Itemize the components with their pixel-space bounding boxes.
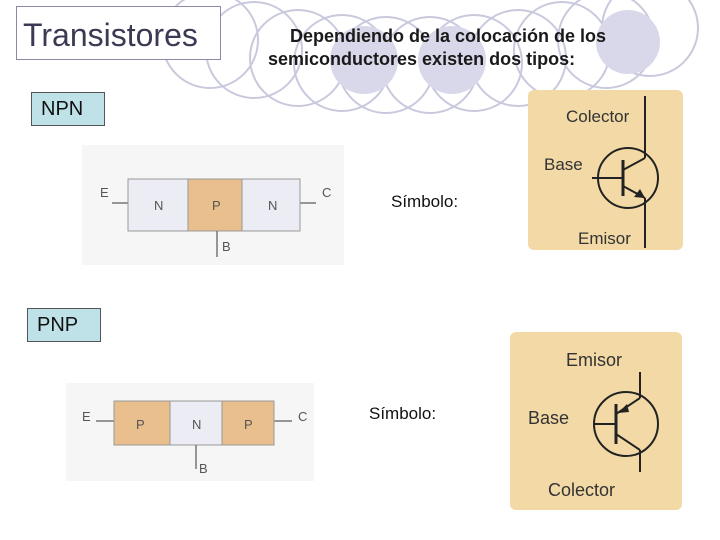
pnp-symbol-emitter: Emisor bbox=[566, 350, 622, 370]
decorative-circle-ring bbox=[161, 0, 699, 114]
npn-symbol-image: Colector Base Emisor bbox=[528, 90, 683, 250]
subtitle: Dependiendo de la colocación de los semi… bbox=[268, 25, 688, 71]
pnp-label-c: C bbox=[298, 409, 307, 424]
pnp-region-label-3: P bbox=[244, 417, 253, 432]
page-title: Transistores bbox=[23, 17, 198, 53]
npn-symbol-label: Símbolo: bbox=[391, 192, 459, 211]
pnp-symbol-image: Emisor Base Colector bbox=[510, 332, 682, 510]
npn-region-label-2: P bbox=[212, 198, 221, 213]
npn-region-n-left bbox=[127, 178, 189, 232]
npn-label-b: B bbox=[222, 239, 231, 254]
subtitle-line-1: Dependiendo de la colocación de los bbox=[290, 26, 607, 46]
npn-symbol-collector: Colector bbox=[566, 107, 630, 126]
pnp-label-b: B bbox=[199, 461, 208, 476]
npn-region-p bbox=[187, 178, 243, 232]
npn-symbol-base: Base bbox=[544, 155, 583, 174]
pnp-region-n bbox=[169, 400, 223, 446]
npn-region-label-3: N bbox=[268, 198, 277, 213]
npn-junction-diagram: E C B N P N bbox=[82, 145, 344, 265]
npn-symbol-emitter: Emisor bbox=[578, 229, 631, 248]
pnp-region-label-2: N bbox=[192, 417, 201, 432]
npn-tag-label: NPN bbox=[41, 98, 84, 120]
npn-label-c: C bbox=[322, 185, 331, 200]
pnp-tag: PNP bbox=[27, 308, 101, 342]
pnp-symbol-base: Base bbox=[528, 408, 569, 428]
pnp-label-e: E bbox=[82, 409, 91, 424]
npn-label-e: E bbox=[100, 185, 109, 200]
pnp-junction-diagram: E C B P N P bbox=[66, 383, 314, 481]
pnp-tag-label: PNP bbox=[37, 314, 79, 336]
pnp-symbol-collector: Colector bbox=[548, 480, 615, 500]
pnp-region-label-1: P bbox=[136, 417, 145, 432]
pnp-symbol-label: Símbolo: bbox=[369, 404, 437, 423]
title-box: Transistores bbox=[16, 6, 221, 60]
npn-region-label-1: N bbox=[154, 198, 163, 213]
npn-tag: NPN bbox=[31, 92, 105, 126]
subtitle-line-2: semiconductores existen dos tipos: bbox=[268, 49, 576, 69]
pnp-region-p-right bbox=[221, 400, 275, 446]
npn-region-n-right bbox=[241, 178, 301, 232]
